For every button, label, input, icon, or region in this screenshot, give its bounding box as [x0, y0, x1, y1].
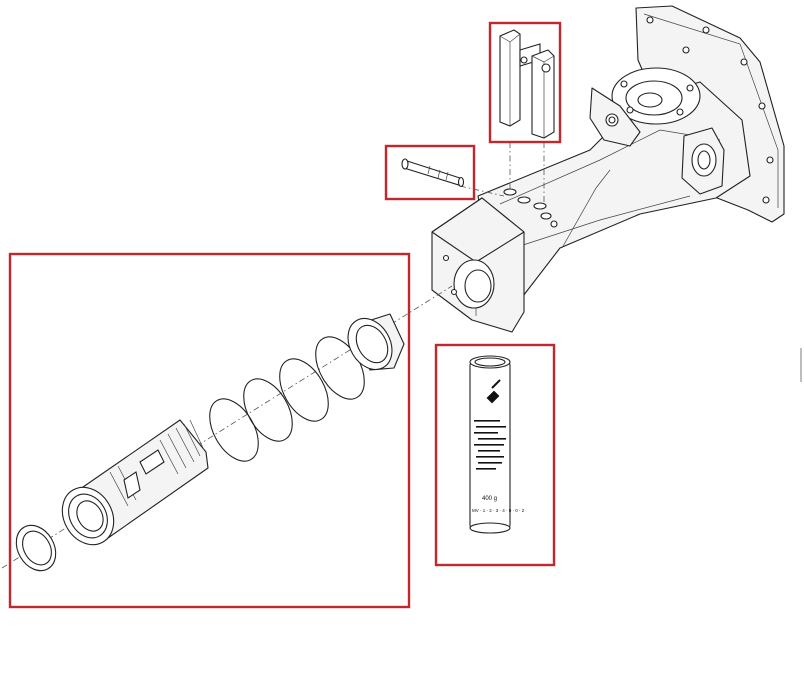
grease-tube-weight-label: 400 g: [482, 496, 497, 502]
axle-housing: [431, 5, 785, 333]
grease-tube: 400 g MV · 1 · 2 · 3 · 4 · 0 · 0 · 2: [469, 355, 525, 534]
highlight-frame-grease-tube: [434, 343, 556, 567]
pin-blocks: [499, 29, 555, 139]
highlight-frame-bushing-kit: [8, 252, 411, 609]
bushing-assembly: [15, 313, 405, 572]
highlight-frame-pin-blocks: [488, 21, 562, 144]
assembly-axis-line: [1, 285, 453, 569]
grease-tube-code-label: MV · 1 · 2 · 3 · 4 · 0 · 0 · 2: [472, 508, 525, 513]
highlight-frame-rod: [384, 144, 476, 201]
locking-rod: [401, 158, 465, 188]
rod-axis-line: [459, 185, 505, 197]
